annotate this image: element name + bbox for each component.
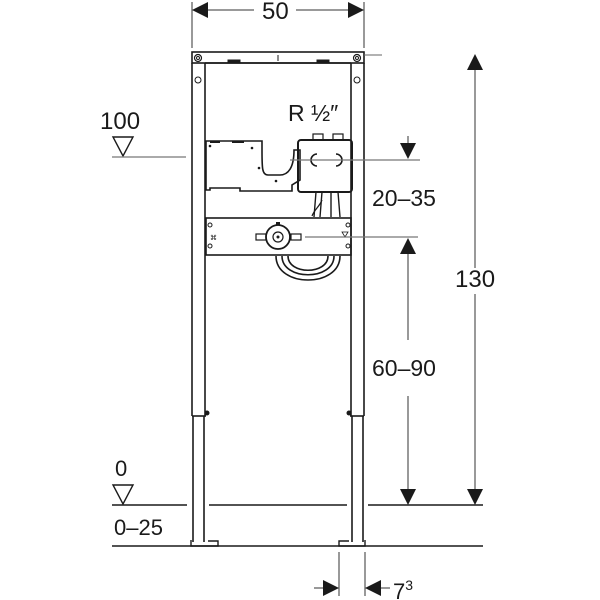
floor-level-label: 0 <box>115 456 128 481</box>
lower-reference-line <box>305 236 418 505</box>
leg-offset-dimension <box>314 552 390 596</box>
upper-reference-line <box>290 136 420 161</box>
leg-offset-superscript: 3 <box>405 577 414 593</box>
connection-thread-label: R ½″ <box>288 100 339 126</box>
frame-top-rail <box>191 51 382 64</box>
connection-box <box>297 133 353 218</box>
foot-extension-label: 0–25 <box>114 515 163 540</box>
width-label: 50 <box>262 0 289 25</box>
upper-range-label: 20–35 <box>372 185 436 211</box>
leg-offset-label: 73 <box>393 578 413 600</box>
left-upright <box>190 63 219 547</box>
hose-loop <box>275 199 341 281</box>
level-100-marker <box>111 136 186 158</box>
svg-text:⌘: ⌘ <box>210 234 217 242</box>
upper-bracket <box>205 140 301 192</box>
total-height-label: 130 <box>455 266 496 293</box>
floor-level-line <box>111 484 483 506</box>
width-dimension <box>191 2 365 48</box>
leg-offset-base: 7 <box>393 579 406 600</box>
lower-range-label: 60–90 <box>372 355 436 381</box>
level-100-label: 100 <box>100 108 141 135</box>
